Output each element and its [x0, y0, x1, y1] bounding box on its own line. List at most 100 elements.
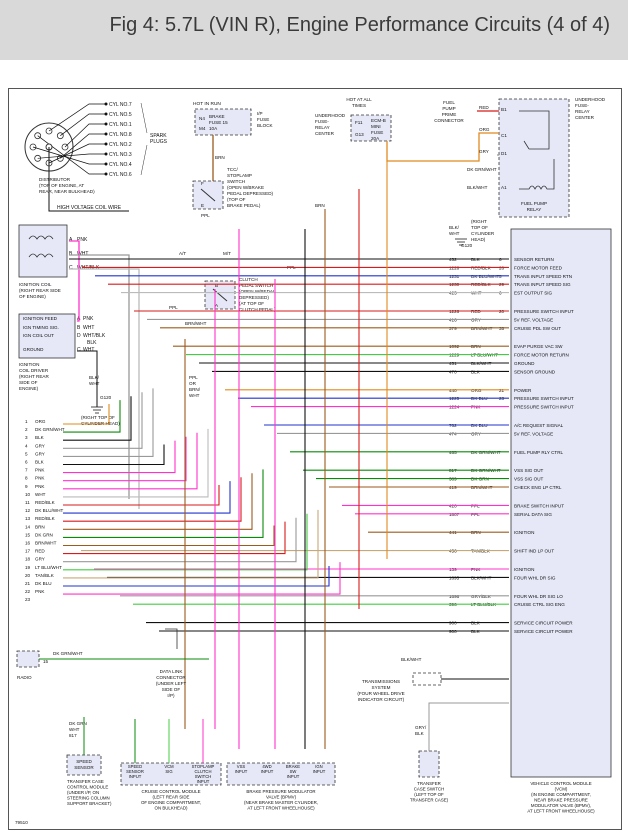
- wire-number: 1: [25, 419, 28, 424]
- wire-color-label: PPL: [169, 305, 178, 310]
- wire-color-label: RED: [479, 105, 489, 110]
- distributor-label: (TOP OF ENGINE, AT: [39, 183, 84, 188]
- bundle-wire: [63, 404, 110, 425]
- wire-color-label: PNK: [35, 476, 45, 481]
- coil-driver-label: IGNITION: [19, 362, 39, 367]
- wire-color-label: GRY: [35, 451, 45, 456]
- bpmv-cell: IGN: [315, 764, 322, 769]
- wire-color-label: BRN: [215, 155, 225, 160]
- underhood-fuse-block: [350, 114, 392, 142]
- pin-label: C: [69, 265, 73, 271]
- switch-contact-icon: [200, 188, 216, 202]
- wire-color-label: OR: [189, 381, 197, 386]
- bundle-wire: [63, 562, 341, 595]
- tcc-switch-label: TCC/: [227, 167, 238, 172]
- cylinder-label: CYL NO.7: [109, 102, 132, 108]
- spark-plug-icon: [104, 162, 108, 166]
- underhood-relay-label: RELAY: [575, 109, 590, 114]
- coil-driver-label: COIL DRIVER: [19, 368, 49, 373]
- bundle-wire: [63, 400, 121, 433]
- ip-fuse-label: BLOCK: [257, 123, 274, 128]
- transfer-case-switch-label: TRANSFER: [417, 781, 441, 786]
- spark-plug-icon: [104, 152, 108, 156]
- vcm-pin-function: BRAKE SWITCH INPUT: [514, 503, 564, 508]
- bundle-wire: [63, 473, 253, 530]
- wire-number: 4: [25, 443, 28, 448]
- coil-feed-wire: [69, 240, 80, 322]
- transfer-case-switch-label: TRANSFER CASE): [410, 798, 449, 803]
- coil-winding-icon: [28, 253, 54, 258]
- cruise-module-cell: SENSOR: [126, 769, 144, 774]
- bundle-wire: [63, 436, 187, 482]
- wire-number: 20: [25, 573, 31, 578]
- vcm-pin-function: FOUR WHL DR SIG LO: [514, 594, 563, 599]
- tcc-switch-label: SWITCH: [227, 179, 245, 184]
- wire-color-label: DK BLU: [35, 581, 52, 586]
- wire-number: 19: [25, 565, 31, 570]
- underhood-fuse-label: RELAY: [315, 125, 330, 130]
- wire-color-label: BLK: [35, 460, 45, 465]
- cruise-module-cell: SPEED: [128, 764, 142, 769]
- wire-color-label: 817: [69, 733, 77, 738]
- wire-number: 14: [25, 524, 31, 529]
- ip-fuse-label: FUSE: [257, 117, 269, 122]
- wire-color-label: RED/BLK: [35, 516, 56, 521]
- wire-color-label: BLK: [415, 731, 425, 736]
- vcm-pin-function: TRANS INPUT SPEED SIG: [514, 282, 571, 287]
- vcm-pin-function: IGNITION: [514, 567, 534, 572]
- cruise-module-label: ON BULKHEAD): [155, 806, 188, 811]
- vcm-label: (VCM): [555, 787, 568, 792]
- spark-plug-wire: [64, 123, 105, 148]
- vcm-pin-function: TRANS INPUT SPEED RTN: [514, 274, 572, 279]
- g120-right-label: CYLINDER: [471, 231, 495, 236]
- ground-wire: [77, 350, 98, 407]
- spark-plug-icon: [104, 122, 108, 126]
- bpmv-label: (NEAR BRAKE MASTER CYLINDER,: [244, 800, 318, 805]
- bundle-wire: [63, 428, 209, 498]
- wire-number: 18: [25, 557, 31, 562]
- vcm-pin-function: SHIFT IND LP OUT: [514, 549, 554, 554]
- bracket: [140, 144, 148, 176]
- bundle-wire: [63, 517, 297, 563]
- wire-color-label: DK GRN: [69, 721, 87, 726]
- fuel-pump-prime-label: FUEL: [443, 100, 455, 105]
- vcm-label: NEAR BRAKE PRESSURE: [534, 798, 588, 803]
- trans-system-label: TRANSMISSIONS: [362, 679, 400, 684]
- vcm-label: AT LEFT FRONT WHEELHOUSE): [527, 809, 595, 814]
- ip-fuse-block: [194, 108, 252, 136]
- wire-number: 8: [25, 476, 28, 481]
- pin-label: A: [215, 303, 219, 308]
- pin-label: B: [215, 283, 218, 288]
- bundle-wire: [63, 477, 242, 522]
- vcm-pin-function: FORCE MOTOR FEED: [514, 265, 563, 270]
- fuse-cell: ECM-B: [371, 118, 386, 123]
- dlc-connector: [165, 628, 178, 649]
- bpmv-cell: 4WD: [262, 764, 271, 769]
- spark-plug-wire: [60, 113, 105, 136]
- coil-driver-label: SIDE OF: [19, 380, 38, 385]
- bpmv-cell: SW: [290, 769, 297, 774]
- clutch-switch-label: (AT TOP OF: [239, 301, 264, 306]
- fuse-cell: M4: [199, 126, 206, 131]
- at-label: A/T: [179, 251, 186, 256]
- wire-color-label: TAN/BLK: [35, 573, 55, 578]
- vcm-pin-function: FUEL PUMP RLY CTRL: [514, 450, 564, 455]
- transfer-case-switch-label: CASE SWITCH: [414, 787, 445, 792]
- trans-system-label: SYSTEM: [372, 685, 391, 690]
- radio-label: RADIO: [17, 675, 32, 680]
- wire-number: 9: [25, 484, 28, 489]
- bundle-wire: [63, 509, 319, 579]
- fuse-cell: G13: [355, 132, 364, 137]
- coil-driver-row: IGNITION FEED: [23, 316, 58, 321]
- underhood-fuse-label: FUSE-: [315, 119, 329, 124]
- vcm-pin-function: CHECK ENG LP CTRL: [514, 485, 562, 490]
- distributor-label: REAR, NEAR BULKHEAD): [39, 189, 95, 194]
- vcm-pin-function: PRESSURE SWITCH INPUT: [514, 396, 574, 401]
- g120-right-label: (RIGHT: [471, 219, 487, 224]
- spark-plug-wire: [32, 146, 105, 165]
- tcc-switch-label: (OPEN W/BRAKE: [227, 185, 264, 190]
- spark-plug-icon: [104, 172, 108, 176]
- spark-plug-wire: [48, 103, 105, 132]
- spark-plugs-label: PLUGS: [150, 139, 168, 145]
- wire-color-label: WHT/BLK: [77, 265, 100, 271]
